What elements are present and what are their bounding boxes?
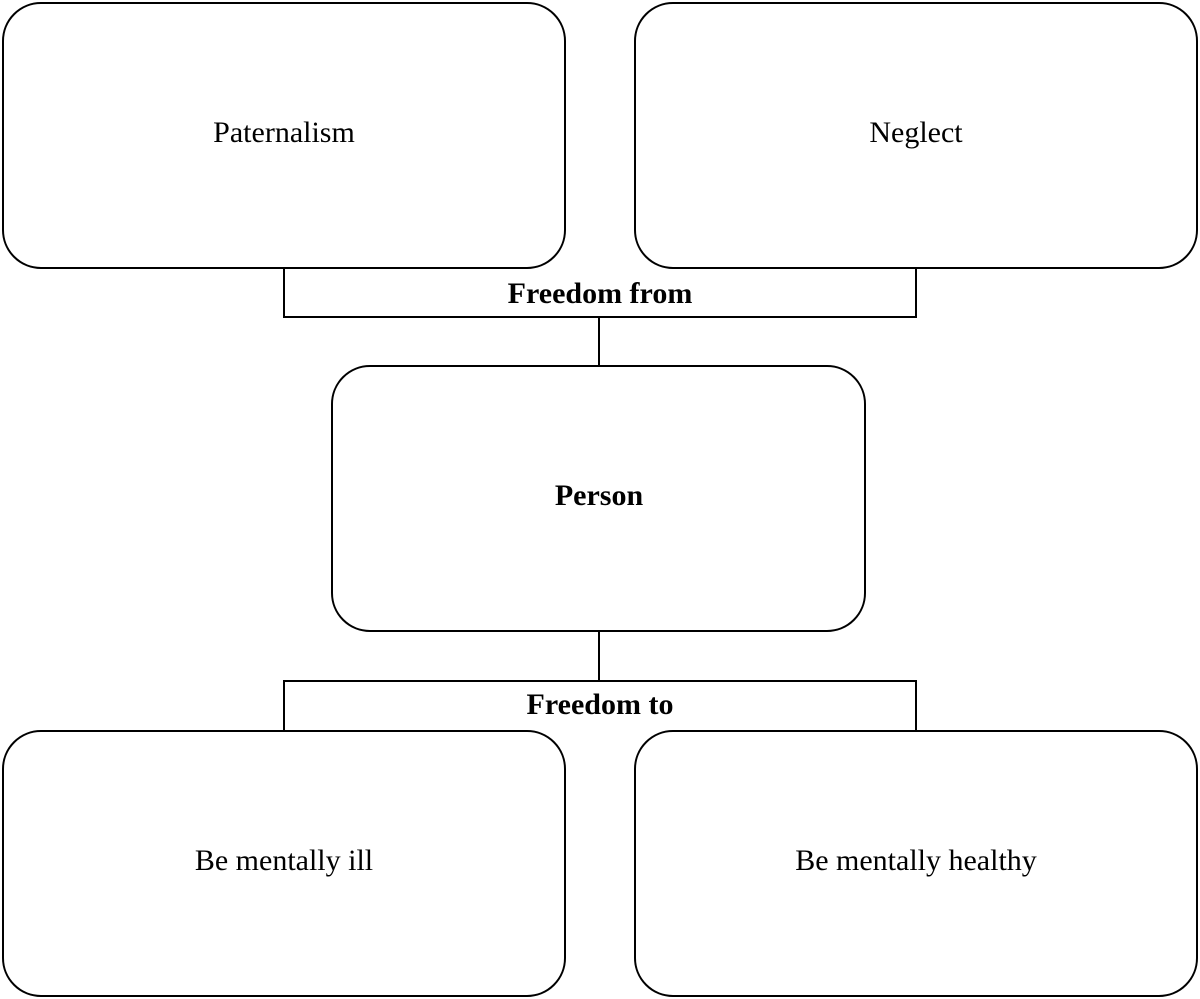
neglect-box: Neglect [634,2,1198,269]
be-mentally-ill-box: Be mentally ill [2,730,566,997]
freedom-to-connector: Freedom to [283,631,917,732]
freedom-to-label: Freedom to [527,688,674,721]
freedom-from-label: Freedom from [508,277,693,310]
be-mentally-ill-label: Be mentally ill [195,844,373,877]
be-mentally-healthy-label: Be mentally healthy [795,844,1037,877]
person-box: Person [331,365,866,632]
freedom-to-bracket [283,680,917,732]
paternalism-label: Paternalism [213,116,355,149]
person-label: Person [555,479,644,512]
be-mentally-healthy-box: Be mentally healthy [634,730,1198,997]
paternalism-box: Paternalism [2,2,566,269]
freedom-from-connector: Freedom from [283,266,917,366]
neglect-label: Neglect [869,116,963,149]
